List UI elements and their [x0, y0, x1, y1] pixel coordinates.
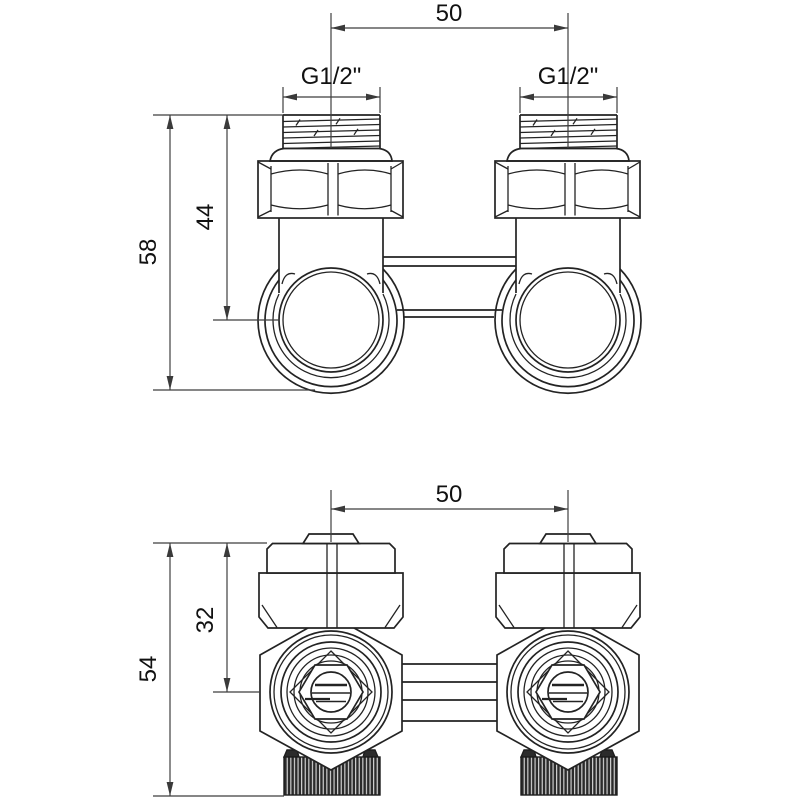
top-valve-right	[494, 114, 642, 395]
bottom-valve-right	[494, 532, 642, 797]
dim-label-top-center-distance: 50	[436, 0, 463, 27]
bottom-valve-left	[257, 532, 405, 797]
dim-label-thread-left: G1/2"	[301, 63, 362, 90]
top-bridge	[383, 256, 516, 318]
dim-label-top-total-height: 58	[135, 239, 162, 266]
bottom-bridge	[402, 663, 497, 722]
dim-label-bottom-total-height: 54	[135, 656, 162, 683]
bottom-view-dimensions: 50 54 32	[135, 481, 569, 797]
top-view-dimensions: 50 G1/2" G1/2" 58 44	[135, 0, 618, 391]
top-valve-left	[257, 114, 405, 395]
dim-label-bottom-center-distance: 50	[436, 481, 463, 508]
bottom-view: 50 54 32	[135, 481, 642, 797]
dim-label-bottom-height-to-axis: 32	[192, 607, 219, 634]
dim-label-thread-right: G1/2"	[538, 63, 599, 90]
dim-label-top-height-to-axis: 44	[192, 204, 219, 231]
top-view: 50 G1/2" G1/2" 58 44	[135, 0, 642, 395]
